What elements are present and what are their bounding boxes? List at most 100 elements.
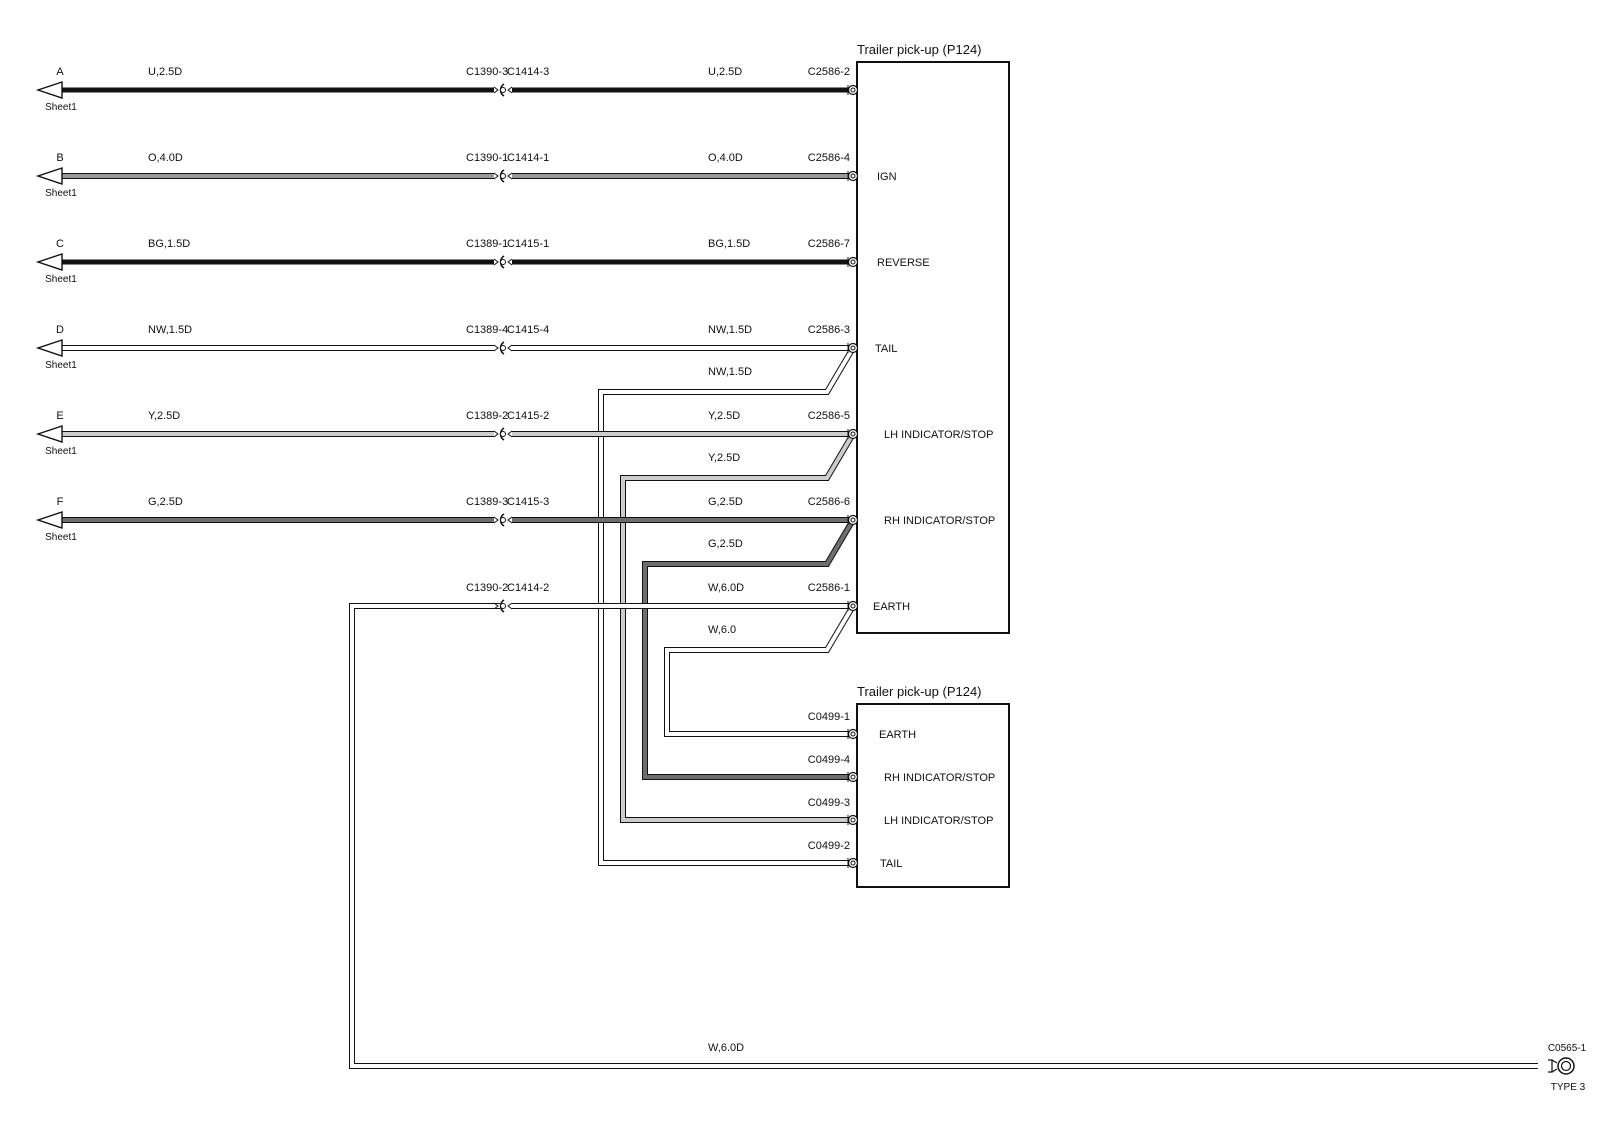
connector-left-d: C1389-4 xyxy=(466,324,508,336)
inline-connector-b-icon xyxy=(493,169,513,183)
sub-module-title: Trailer pick-up (P124) xyxy=(857,684,982,699)
branch-rh-wire-fill xyxy=(643,518,855,779)
inline-connector-earth-icon xyxy=(493,599,513,613)
wires-layer xyxy=(62,87,1538,1069)
pin-label-f: C2586-6 xyxy=(808,496,850,508)
wire-label-right-e: Y,2.5D xyxy=(708,410,740,422)
ground-connector-label: C0565-1 xyxy=(1548,1043,1587,1054)
labels-layer: Trailer pick-up (P124) Trailer pick-up (… xyxy=(45,42,1586,1093)
sub-pin-terminal-3-icon xyxy=(847,814,859,826)
sub-pin-label-3: C0499-4 xyxy=(808,754,850,766)
sheet-arrow-c-icon xyxy=(35,253,63,271)
sheet-letter-c: C xyxy=(56,238,64,250)
wire-label-left-b: O,4.0D xyxy=(148,152,183,164)
pin-terminal-e-icon xyxy=(847,428,859,440)
wire-label-right-b: O,4.0D xyxy=(708,152,743,164)
wire-label-right-a: U,2.5D xyxy=(708,66,742,78)
sheet-arrow-f-icon xyxy=(35,511,63,529)
main-module-title: Trailer pick-up (P124) xyxy=(857,42,982,57)
sub-pin-terminal-4-icon xyxy=(847,857,859,869)
sub-pin-label-4: C0499-1 xyxy=(808,711,850,723)
sheet-letter-a: A xyxy=(56,66,64,78)
branch-tail-wire-fill xyxy=(599,346,855,865)
wire-label-right-f: G,2.5D xyxy=(708,496,743,508)
sub-pin-label-2: C0499-3 xyxy=(808,797,850,809)
sub-pin-name-2: RH INDICATOR/STOP xyxy=(884,772,995,784)
connector-right-b: C1414-1 xyxy=(507,152,549,164)
pin-terminal-earth-icon xyxy=(847,600,859,612)
connector-right-c: C1415-1 xyxy=(507,238,549,250)
branch-wire-label-4: W,6.0 xyxy=(708,624,736,636)
inline-connector-c-icon xyxy=(493,255,513,269)
sheet-letter-f: F xyxy=(57,496,64,508)
wire-label-left-c: BG,1.5D xyxy=(148,238,190,250)
sheet-letter-d: D xyxy=(56,324,64,336)
pin-label-c: C2586-7 xyxy=(808,238,850,250)
sub-pin-label-1: C0499-2 xyxy=(808,840,850,852)
sub-pin-name-1: EARTH xyxy=(879,729,916,741)
wire-label-right-d: NW,1.5D xyxy=(708,324,752,336)
symbols-layer xyxy=(35,81,1575,1075)
inline-connector-e-icon xyxy=(493,427,513,441)
pin-terminal-f-icon xyxy=(847,514,859,526)
wire-label-right-c: BG,1.5D xyxy=(708,238,750,250)
ground-type-label: TYPE 3 xyxy=(1551,1082,1586,1093)
ground-terminal-icon xyxy=(1548,1057,1575,1075)
wire-label-left-f: G,2.5D xyxy=(148,496,183,508)
inline-connector-f-icon xyxy=(493,513,513,527)
branch-wire-label-1: NW,1.5D xyxy=(708,366,752,378)
pin-label-a: C2586-2 xyxy=(808,66,850,78)
sheet-ref-c: Sheet1 xyxy=(45,274,77,285)
sheet-ref-f: Sheet1 xyxy=(45,532,77,543)
main-pin-name-2: REVERSE xyxy=(877,257,930,269)
sub-pin-name-3: LH INDICATOR/STOP xyxy=(884,815,993,827)
inline-connector-a-icon xyxy=(493,83,513,97)
earth-ground-wire-fill xyxy=(350,604,1538,1068)
connector-right-d: C1415-4 xyxy=(507,324,549,336)
pin-terminal-a-icon xyxy=(847,84,859,96)
pin-label-b: C2586-4 xyxy=(808,152,850,164)
sheet-ref-b: Sheet1 xyxy=(45,188,77,199)
main-pin-name-5: RH INDICATOR/STOP xyxy=(884,515,995,527)
wire-label-left-e: Y,2.5D xyxy=(148,410,180,422)
sheet-ref-a: Sheet1 xyxy=(45,102,77,113)
main-pin-name-1: IGN xyxy=(877,171,897,183)
main-pin-name-4: LH INDICATOR/STOP xyxy=(884,429,993,441)
modules-layer xyxy=(856,61,1010,888)
connector-left-a: C1390-3 xyxy=(466,66,508,78)
connector-left-earth: C1390-2 xyxy=(466,582,508,594)
inline-connector-d-icon xyxy=(493,341,513,355)
sub-module-box xyxy=(856,703,1010,888)
sheet-ref-d: Sheet1 xyxy=(45,360,77,371)
connector-right-a: C1414-3 xyxy=(507,66,549,78)
connector-right-e: C1415-2 xyxy=(507,410,549,422)
connector-right-f: C1415-3 xyxy=(507,496,549,508)
sheet-arrow-d-icon xyxy=(35,339,63,357)
branch-lh-wire-fill xyxy=(621,432,855,822)
branch-wire-label-3: G,2.5D xyxy=(708,538,743,550)
pin-label-earth: C2586-1 xyxy=(808,582,850,594)
wire-label-left-d: NW,1.5D xyxy=(148,324,192,336)
connector-right-earth: C1414-2 xyxy=(507,582,549,594)
main-pin-name-6: EARTH xyxy=(873,601,910,613)
sheet-arrow-a-icon xyxy=(35,81,63,99)
earth-ground-wire-outline xyxy=(349,603,1538,1069)
connector-left-e: C1389-2 xyxy=(466,410,508,422)
wire-label-left-a: U,2.5D xyxy=(148,66,182,78)
branch-wire-label-2: Y,2.5D xyxy=(708,452,740,464)
sheet-letter-e: E xyxy=(56,410,63,422)
sub-pin-name-4: TAIL xyxy=(880,858,902,870)
pin-label-e: C2586-5 xyxy=(808,410,850,422)
main-pin-name-3: TAIL xyxy=(875,343,897,355)
pin-label-d: C2586-3 xyxy=(808,324,850,336)
sheet-ref-e: Sheet1 xyxy=(45,446,77,457)
wire-label-right-earth: W,6.0D xyxy=(708,582,744,594)
pin-terminal-d-icon xyxy=(847,342,859,354)
connector-left-b: C1390-1 xyxy=(466,152,508,164)
sub-pin-terminal-2-icon xyxy=(847,771,859,783)
branch-earth-wire-fill xyxy=(665,604,855,736)
wire-label-ground: W,6.0D xyxy=(708,1042,744,1054)
sub-pin-terminal-1-icon xyxy=(847,728,859,740)
pin-terminal-c-icon xyxy=(847,256,859,268)
